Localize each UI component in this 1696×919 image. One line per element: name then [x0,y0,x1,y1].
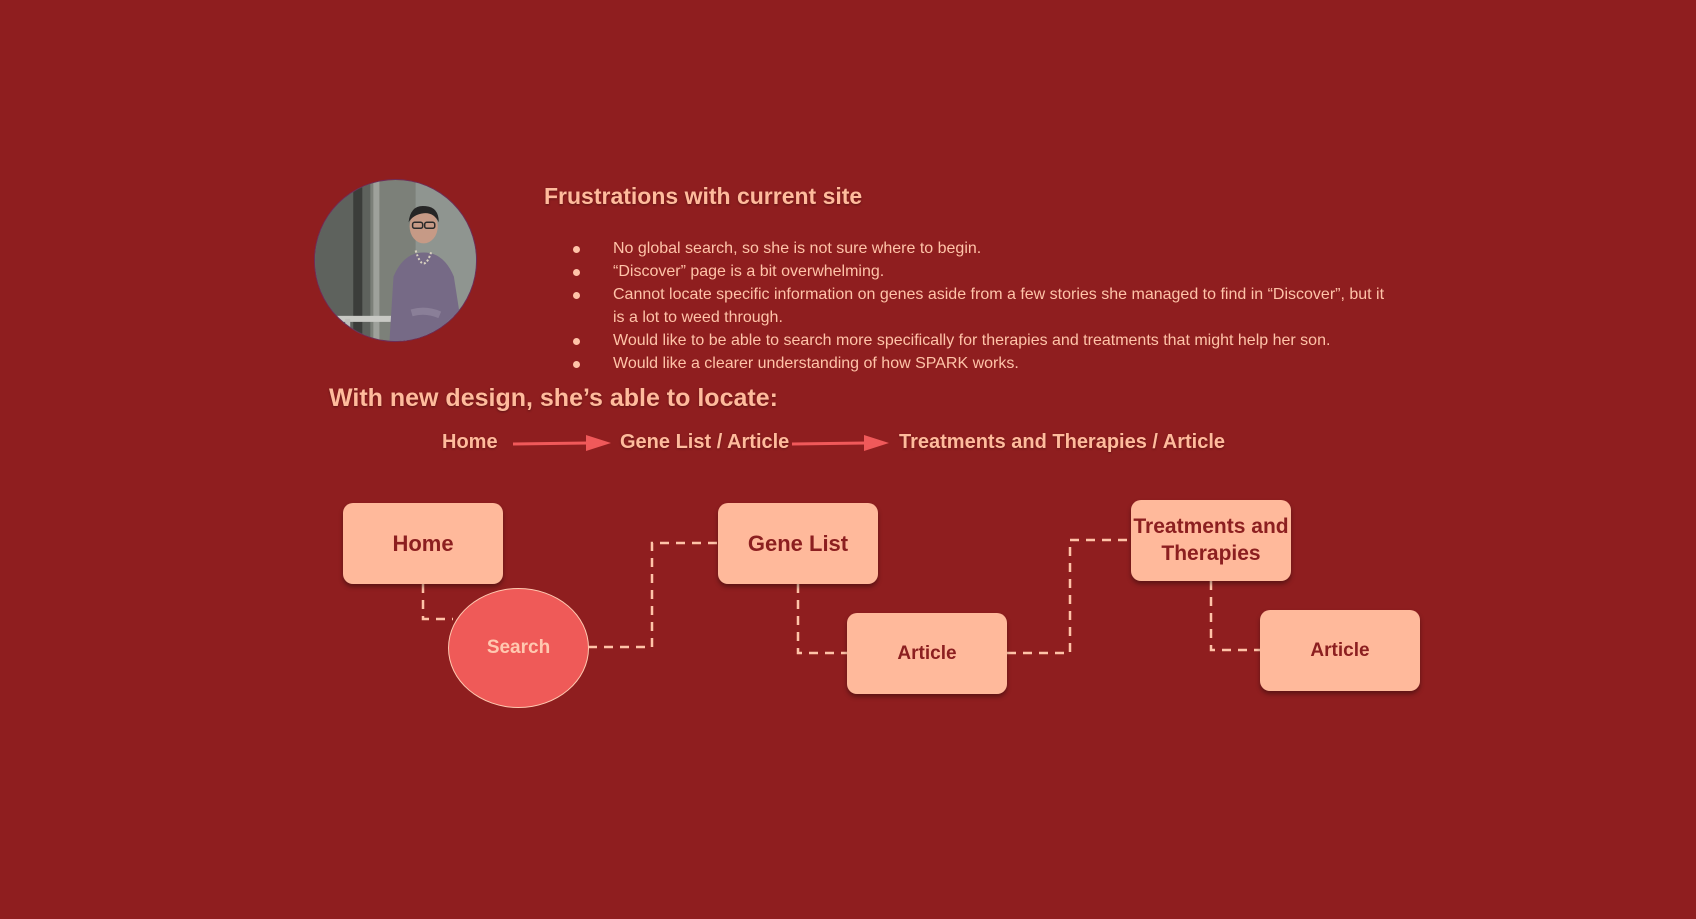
path-step-home: Home [442,431,498,453]
list-item: Would like a clearer understanding of ho… [570,352,1390,375]
search-node: Search [448,588,589,708]
connector-gene-article [796,584,847,655]
connector-search-gene [588,541,718,649]
list-item: Would like to be able to search more spe… [570,329,1390,352]
connector-home-search [421,584,453,621]
gene-list-node: Gene List [718,503,878,584]
article-node-2: Article [1260,610,1420,691]
connector-article-treatments [1007,538,1131,655]
path-step-treatments: Treatments and Therapies / Article [899,431,1226,453]
path-arrow-icon [791,435,889,451]
persona-avatar [315,180,476,341]
bullet-icon [573,361,580,368]
bullet-icon [573,338,580,345]
bullet-icon [573,292,580,299]
connector-treatments-article [1209,581,1260,652]
home-node: Home [343,503,503,584]
frustrations-title: Frustrations with current site [544,183,863,209]
list-item: “Discover” page is a bit overwhelming. [570,260,1390,283]
article-node: Article [847,613,1007,694]
path-step-gene-list: Gene List / Article [620,431,790,453]
list-item: Cannot locate specific information on ge… [570,283,1390,329]
bullet-icon [573,246,580,253]
treatments-node: Treatments and Therapies [1131,500,1291,581]
list-item: No global search, so she is not sure whe… [570,237,1390,260]
new-design-title: With new design, she’s able to locate: [329,384,778,412]
path-arrow-icon [512,435,611,451]
persona-photo-icon [315,180,476,341]
frustrations-list: No global search, so she is not sure whe… [570,237,1390,375]
bullet-icon [573,269,580,276]
